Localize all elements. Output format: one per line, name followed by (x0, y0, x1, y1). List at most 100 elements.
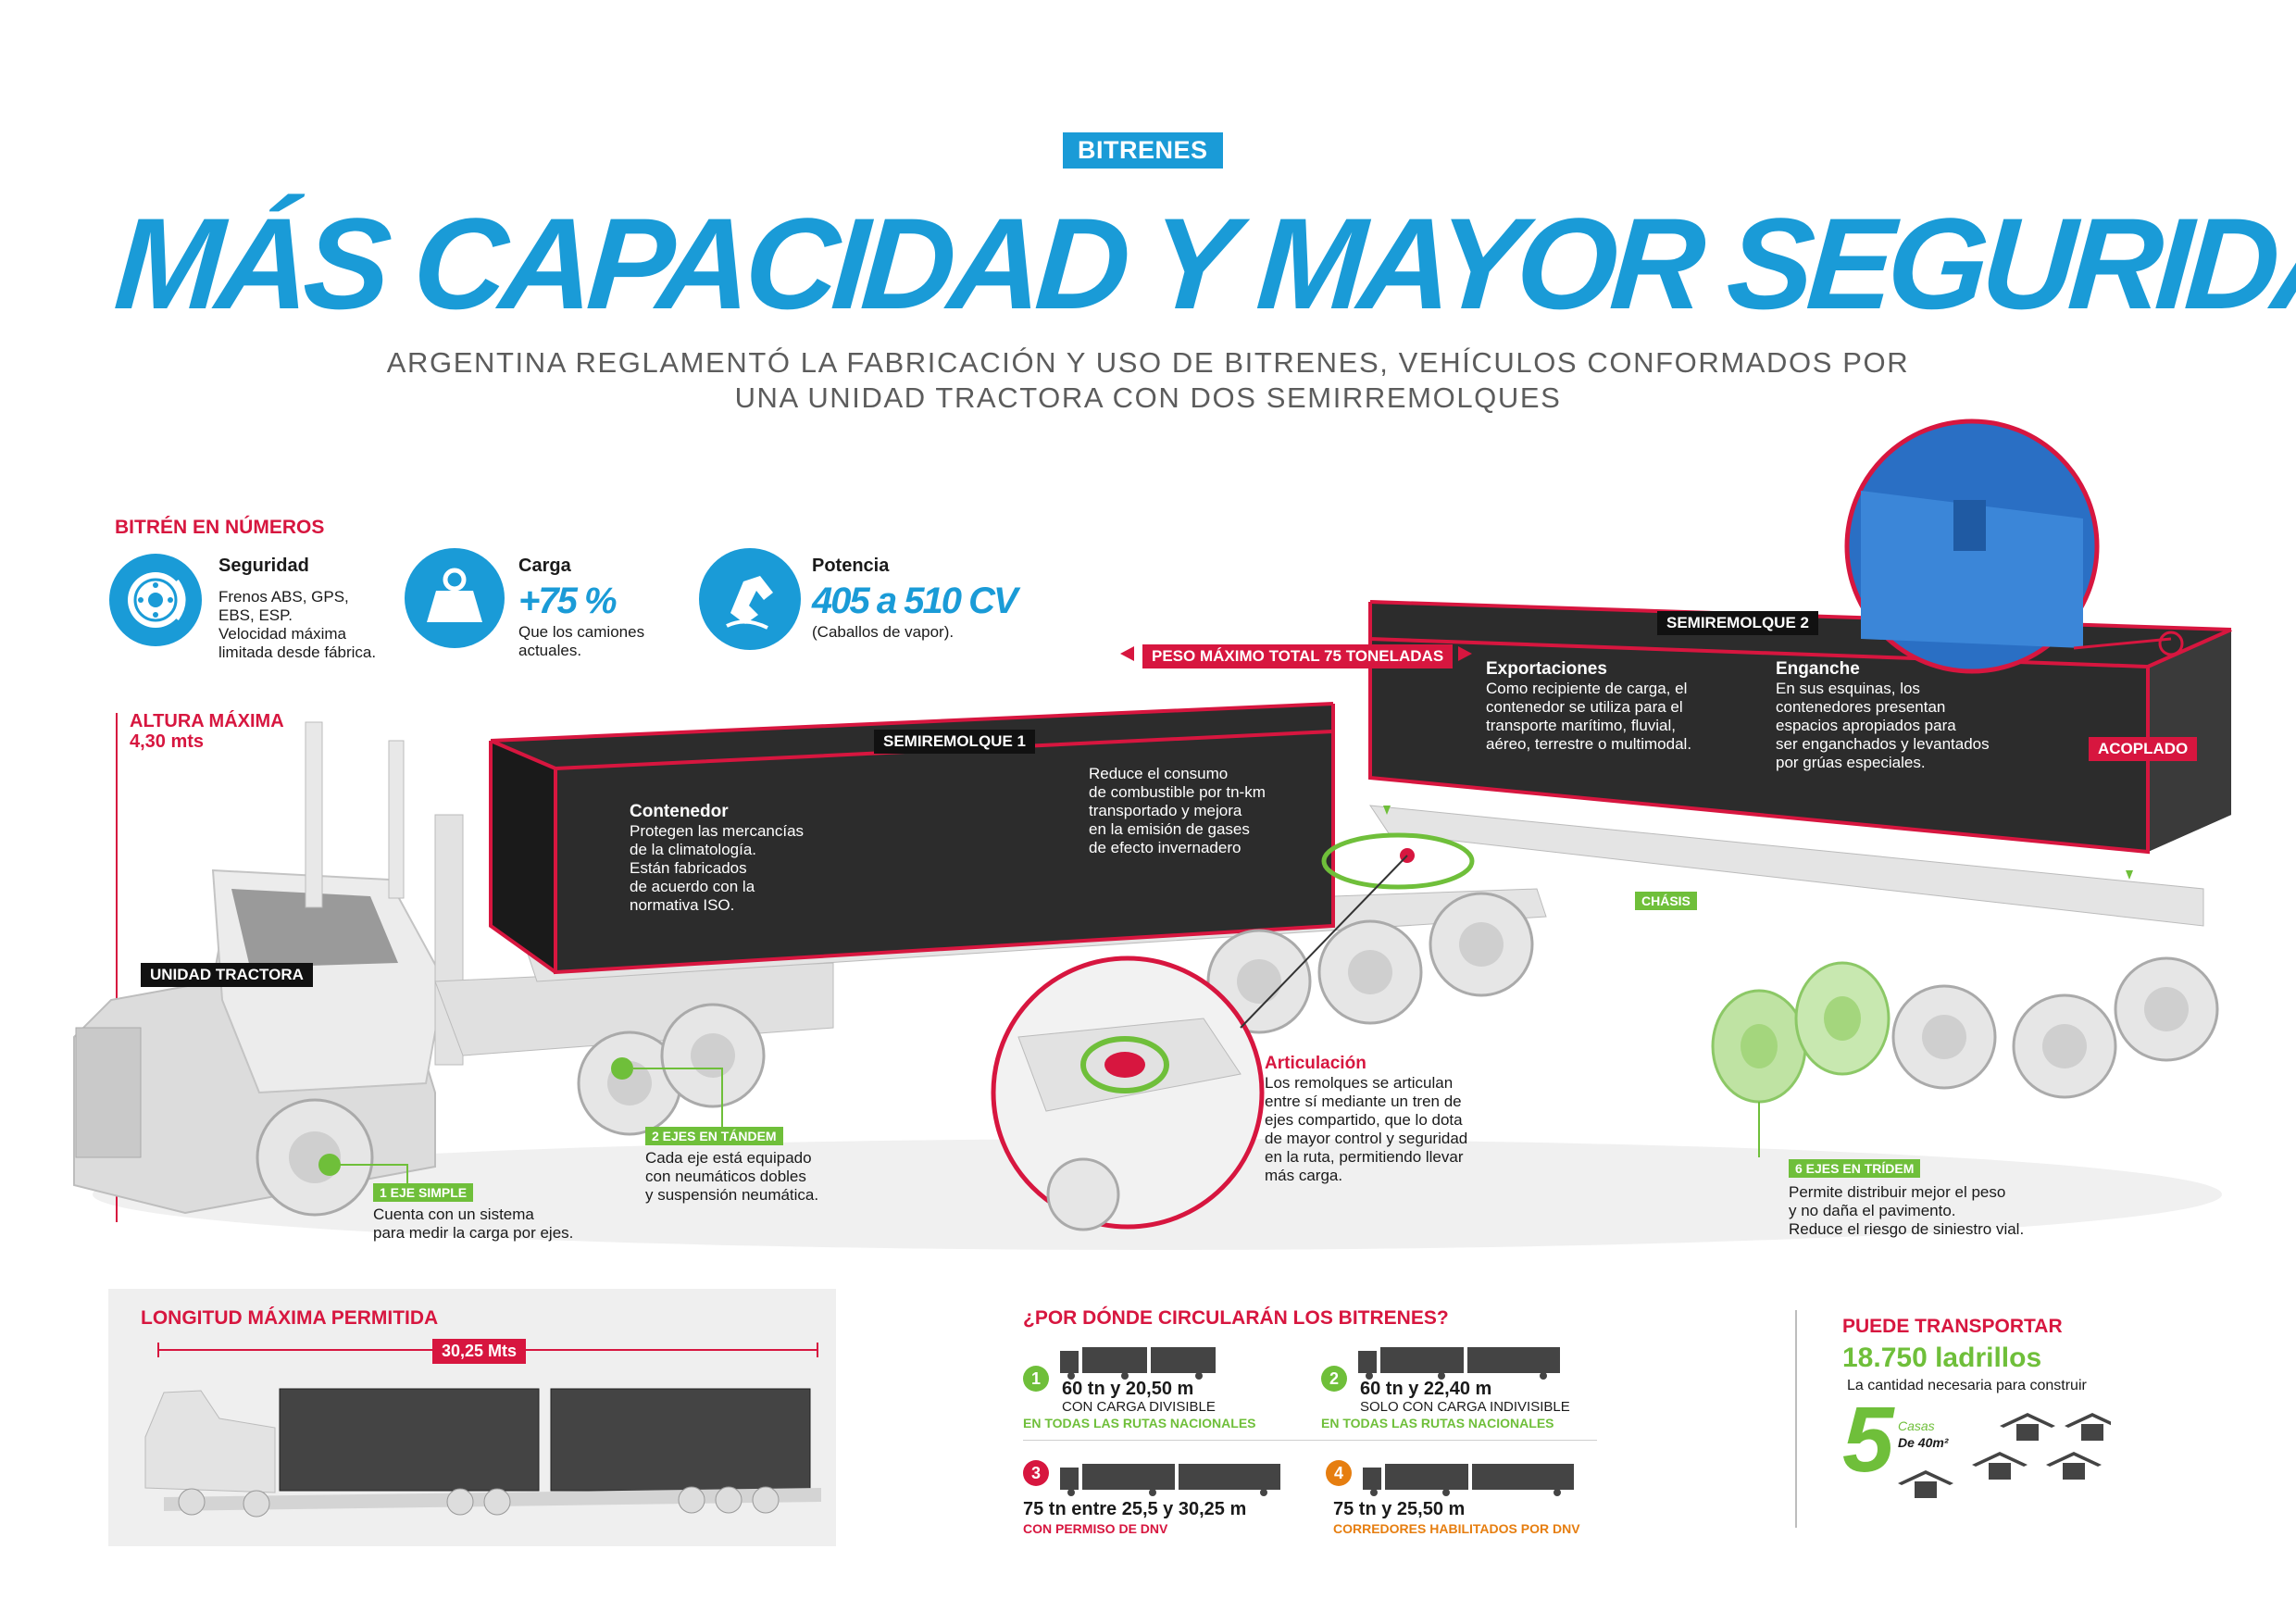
altura-value: 4,30 mts (130, 731, 205, 752)
ruta-item: 2 60 tn y 22,40 m SOLO CON CARGA INDIVIS… (1321, 1338, 1608, 1440)
enganche-line: En sus esquinas, los (1776, 680, 1920, 697)
trailer2-wheel-1 (1891, 984, 1997, 1090)
engine-icon (699, 548, 801, 650)
articulacion-line: de mayor control y seguridad (1265, 1130, 1468, 1147)
casas-label: Casas (1898, 1418, 1935, 1433)
reduce-line: en la emisión de gases (1089, 820, 1250, 838)
stat-carga-label: Carga (518, 556, 571, 576)
ruta-load: 75 tn entre 25,5 y 30,25 m (1023, 1499, 1247, 1519)
numbers-title: BITRÉN EN NÚMEROS (115, 517, 325, 538)
contenedor-title: Contenedor (630, 802, 729, 821)
altura-title: ALTURA MÁXIMA (130, 711, 284, 731)
stat-seguridad-line: Frenos ABS, GPS, (218, 588, 349, 606)
bitren-icon (1363, 1464, 1574, 1496)
tridem-highlight-wheel (1794, 961, 1890, 1076)
eje-simple-line: para medir la carga por ejes. (373, 1224, 574, 1242)
unidad-tractora-label: UNIDAD TRACTORA (141, 963, 313, 987)
articulacion-zoom-circle (991, 855, 1408, 1231)
reduce-desc: Reduce el consumo de combustible por tn-… (1089, 765, 1266, 857)
articulacion-line: más carga. (1265, 1167, 1343, 1184)
ejes-tandem-line: Cada eje está equipado (645, 1149, 812, 1167)
stat-carga-line: actuales. (518, 642, 582, 659)
ruta-where: CORREDORES HABILITADOS POR DNV (1333, 1521, 1580, 1536)
bitren-icon (1060, 1464, 1280, 1496)
contenedor-line: Protegen las mercancías (630, 822, 805, 840)
ejes-tandem-label: 2 EJES EN TÁNDEM (645, 1127, 783, 1145)
section-tag: BITRENES (1063, 132, 1223, 169)
ruta-sub: SOLO CON CARGA INDIVISIBLE (1360, 1399, 1570, 1415)
subtitle-line-1: ARGENTINA REGLAMENTÓ LA FABRICACIÓN Y US… (386, 346, 1910, 379)
stat-potencia: Potencia 405 a 510 CV (Caballos de vapor… (812, 556, 1018, 642)
longitud-truck-illustration (144, 1343, 821, 1518)
ejes-tridem-line: Permite distribuir mejor el peso (1789, 1183, 2006, 1201)
ejes-tridem-label: 6 EJES EN TRÍDEM (1789, 1159, 1921, 1178)
reduce-line: transportado y mejora (1089, 802, 1242, 819)
contenedor-line: de la climatología. (630, 841, 757, 858)
rutas-divider (1023, 1440, 1597, 1441)
articulacion-line: ejes compartido, que lo dota (1265, 1111, 1463, 1129)
house-icon (1972, 1452, 2028, 1480)
ejes-tridem-desc: 6 EJES EN TRÍDEM Permite distribuir mejo… (1789, 1159, 2024, 1239)
subtitle: ARGENTINA REGLAMENTÓ LA FABRICACIÓN Y US… (278, 345, 2018, 416)
trailer2-wheel-3 (2114, 956, 2219, 1062)
ruta-load: 60 tn y 22,40 m (1360, 1379, 1492, 1399)
exportaciones-line: transporte marítimo, fluvial, (1486, 717, 1677, 734)
ruta-item: 4 75 tn y 25,50 m CORREDORES HABILITADOS… (1326, 1458, 1613, 1546)
peso-arrow-right (1458, 646, 1472, 661)
stat-potencia-label: Potencia (812, 556, 890, 576)
eje-tandem-marker (611, 1057, 633, 1080)
subtitle-line-2: UNA UNIDAD TRACTORA CON DOS SEMIRREMOLQU… (734, 381, 1562, 414)
rutas-grid: 1 60 tn y 20,50 m CON CARGA DIVISIBLE EN… (1023, 1338, 1597, 1546)
ruta-number: 4 (1326, 1460, 1352, 1486)
semiremolque-2-label: SEMIREMOLQUE 2 (1657, 611, 1818, 635)
ejes-tridem-line: Reduce el riesgo de siniestro vial. (1789, 1220, 2025, 1238)
transportar-value: 18.750 ladrillos (1842, 1343, 2042, 1373)
rutas-title: ¿POR DÓNDE CIRCULARÁN LOS BITRENES? (1023, 1307, 1449, 1329)
contenedor-desc: Contenedor Protegen las mercancías de la… (630, 802, 804, 915)
enganche-line: ser enganchados y levantados (1776, 735, 1990, 753)
enganche-line: espacios apropiados para (1776, 717, 1956, 734)
transportar-big-number: 5 (1842, 1388, 1894, 1492)
ruta-item: 1 60 tn y 20,50 m CON CARGA DIVISIBLE EN… (1023, 1338, 1310, 1440)
trailer1-wheel-3 (1429, 892, 1534, 997)
exportaciones-desc: Exportaciones Como recipiente de carga, … (1486, 659, 1691, 754)
stat-seguridad-line: limitada desde fábrica. (218, 643, 377, 661)
ruta-item: 3 75 tn entre 25,5 y 30,25 m CON PERMISO… (1023, 1458, 1310, 1546)
articulation-ring (1321, 832, 1475, 890)
ruta-load: 60 tn y 20,50 m (1062, 1379, 1194, 1399)
reduce-line: de efecto invernadero (1089, 839, 1242, 856)
enganche-title: Enganche (1776, 659, 1860, 679)
transportar-line: La cantidad necesaria para construir (1847, 1378, 2087, 1393)
longitud-panel: LONGITUD MÁXIMA PERMITIDA 30,25 Mts (108, 1289, 836, 1546)
stat-carga: Carga +75 % Que los camiones actuales. (518, 556, 644, 660)
tractor-front-wheel (256, 1098, 374, 1217)
contenedor-line: de acuerdo con la (630, 878, 755, 895)
ruta-number: 3 (1023, 1460, 1049, 1486)
ruta-where: EN TODAS LAS RUTAS NACIONALES (1023, 1416, 1256, 1430)
bitren-icon (1060, 1347, 1216, 1380)
weight-icon (405, 548, 505, 648)
reduce-line: de combustible por tn-km (1089, 783, 1266, 801)
stat-seguridad-line: Velocidad máxima (218, 625, 346, 643)
ruta-where: EN TODAS LAS RUTAS NACIONALES (1321, 1416, 1554, 1430)
contenedor-line: Están fabricados (630, 859, 747, 877)
eje-simple-marker (318, 1154, 341, 1176)
ejes-tandem-line: con neumáticos dobles (645, 1168, 806, 1185)
ejes-tandem-desc: 2 EJES EN TÁNDEM Cada eje está equipado … (645, 1127, 818, 1205)
enganche-line: por grúas especiales. (1776, 754, 1926, 771)
exportaciones-line: contenedor se utiliza para el (1486, 698, 1683, 716)
longitud-value: 30,25 Mts (432, 1339, 527, 1364)
transportar-title: PUEDE TRANSPORTAR (1842, 1316, 2063, 1337)
articulacion-line: en la ruta, permitiendo llevar (1265, 1148, 1464, 1166)
ruta-sub: CON CARGA DIVISIBLE (1062, 1399, 1216, 1415)
enganche-line: contenedores presentan (1776, 698, 1946, 716)
stat-potencia-line: (Caballos de vapor). (812, 623, 955, 641)
peso-arrow-left (1120, 646, 1134, 661)
trailer2-wheel-2 (2012, 993, 2117, 1099)
semiremolque-1-container (489, 702, 1335, 975)
peso-total-label: PESO MÁXIMO TOTAL 75 TONELADAS (1142, 644, 1454, 668)
eje-simple-line: Cuenta con un sistema (373, 1206, 534, 1223)
eje-simple-desc: 1 EJE SIMPLE Cuenta con un sistema para … (373, 1183, 573, 1243)
exportaciones-line: aéreo, terrestre o multimodal. (1486, 735, 1692, 753)
stat-seguridad: Seguridad Frenos ABS, GPS, EBS, ESP. Vel… (218, 556, 376, 662)
